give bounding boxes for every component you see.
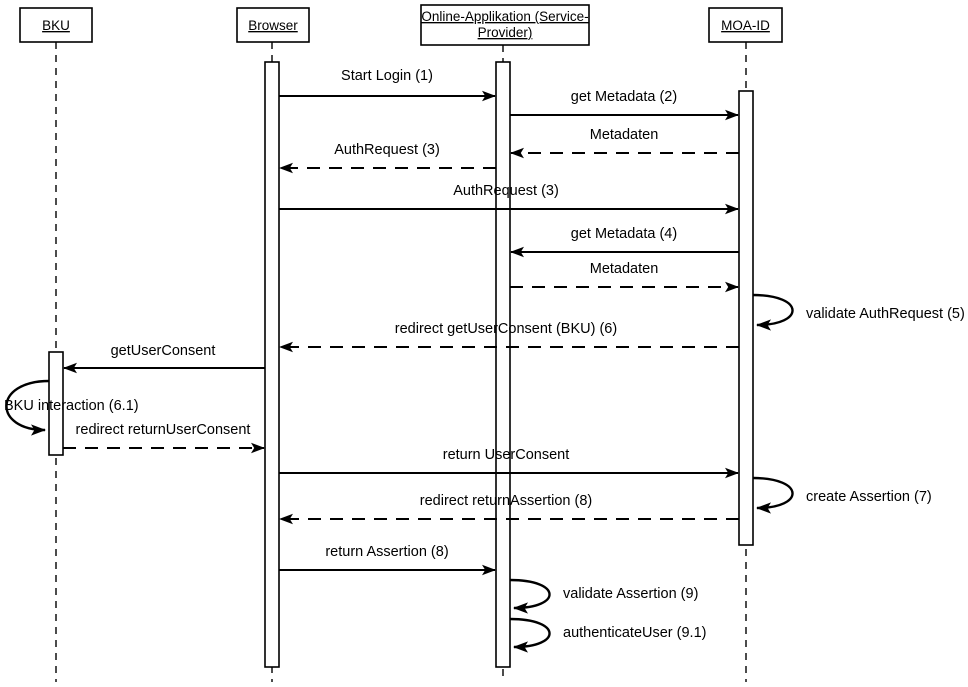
participant-header-browser[interactable]: Browser [236, 7, 310, 43]
activation-bar-bku [48, 351, 64, 456]
message-2[interactable]: get Metadata (2) [510, 89, 739, 121]
participant-header-moaid[interactable]: MOA-ID [708, 7, 783, 43]
message-5[interactable]: AuthRequest (3) [279, 183, 739, 215]
message-3[interactable]: Metadaten [510, 127, 739, 159]
self-message-4[interactable]: validate Assertion (9) [509, 578, 698, 614]
message-label-4: AuthRequest (3) [334, 142, 440, 158]
participant-box-browser [236, 7, 310, 43]
self-message-1[interactable]: validate AuthRequest (5) [752, 293, 965, 331]
message-label-12: redirect returnAssertion (8) [420, 493, 592, 509]
activation-bar-oa [495, 61, 511, 668]
self-message-label-3: create Assertion (7) [806, 489, 932, 505]
self-message-arc-5 [509, 617, 551, 653]
message-6[interactable]: get Metadata (4) [510, 226, 739, 258]
self-message-label-1: validate AuthRequest (5) [806, 306, 965, 322]
message-label-11: return UserConsent [443, 447, 570, 463]
participant-label-oa-line2: Provider) [478, 25, 533, 40]
message-13[interactable]: return Assertion (8) [279, 544, 496, 576]
participant-label-moaid: MOA-ID [721, 18, 770, 33]
self-message-label-2: BKU interaction (6.1) [4, 398, 139, 414]
message-4[interactable]: AuthRequest (3) [279, 142, 496, 174]
self-message-arc-4 [509, 578, 551, 614]
self-message-arc-3 [752, 476, 794, 514]
message-8[interactable]: redirect getUserConsent (BKU) (6) [279, 321, 739, 353]
participant-box-moaid [708, 7, 783, 43]
self-message-label-4: validate Assertion (9) [563, 586, 698, 602]
message-label-13: return Assertion (8) [325, 544, 448, 560]
participant-headers-layer: BKU Browser Online-Applikation (Service-Pr… [19, 4, 783, 46]
message-9[interactable]: getUserConsent [63, 343, 265, 374]
activations-layer [48, 61, 754, 668]
participant-label-oa: Online-Applikation (Service- [421, 9, 588, 24]
self-message-label-5: authenticateUser (9.1) [563, 625, 706, 641]
message-label-8: redirect getUserConsent (BKU) (6) [395, 321, 617, 337]
self-message-arc-1 [752, 293, 794, 331]
activation-bar-browser [264, 61, 280, 668]
participant-header-bku[interactable]: BKU [19, 7, 93, 43]
message-label-2: get Metadata (2) [571, 89, 677, 105]
participant-box-bku [19, 7, 93, 43]
self-message-2[interactable]: BKU interaction (6.1) [4, 379, 139, 436]
participant-box-oa [420, 4, 590, 46]
activation-bar-moaid [738, 90, 754, 546]
participant-label-browser: Browser [248, 18, 298, 33]
participant-label-bku: BKU [42, 18, 70, 33]
message-label-9: getUserConsent [111, 343, 216, 359]
message-1[interactable]: Start Login (1) [279, 68, 496, 102]
message-label-3: Metadaten [590, 127, 659, 143]
message-label-5: AuthRequest (3) [453, 183, 559, 199]
message-10[interactable]: redirect returnUserConsent [63, 422, 265, 454]
self-message-3[interactable]: create Assertion (7) [752, 476, 932, 514]
self-message-arc-2 [5, 379, 50, 436]
self-messages-layer: validate AuthRequest (5) BKU interaction … [4, 293, 965, 653]
message-12[interactable]: redirect returnAssertion (8) [279, 493, 739, 525]
messages-layer: Start Login (1) get Metadata (2) Metadaten… [63, 68, 739, 576]
participant-header-oa[interactable]: Online-Applikation (Service-Provider) [420, 4, 590, 46]
message-label-1: Start Login (1) [341, 68, 433, 84]
message-label-10: redirect returnUserConsent [76, 422, 251, 438]
self-message-5[interactable]: authenticateUser (9.1) [509, 617, 706, 653]
message-11[interactable]: return UserConsent [279, 447, 739, 479]
message-label-7: Metadaten [590, 261, 659, 277]
message-label-6: get Metadata (4) [571, 226, 677, 242]
message-7[interactable]: Metadaten [510, 261, 739, 293]
